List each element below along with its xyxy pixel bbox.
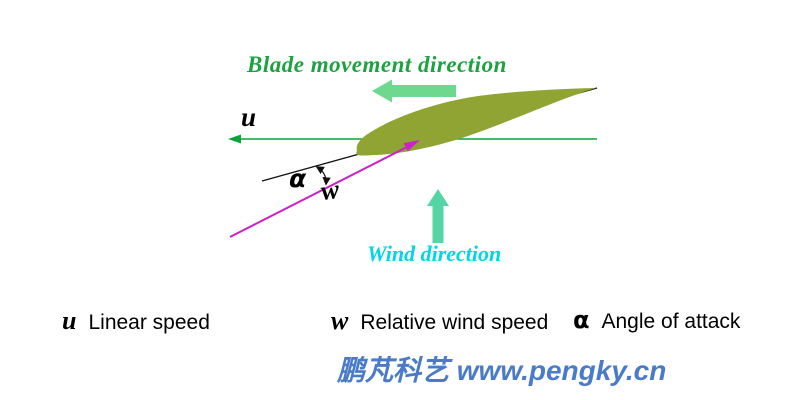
legend-alpha-label: Angle of attack [601, 310, 741, 333]
w-symbol-label: w [318, 173, 341, 207]
blade-movement-label: Blade movement direction [247, 52, 507, 77]
w-vector-arrowhead-icon [403, 140, 420, 152]
u-vector-arrowhead-icon [228, 134, 241, 144]
legend-w-symbol: w [331, 306, 349, 335]
wind-direction-arrow-icon [427, 189, 449, 243]
wind-direction-label: Wind direction [367, 241, 502, 266]
legend-u-label: Linear speed [88, 311, 210, 334]
legend: u Linear speed w Relative wind speed α A… [0, 306, 800, 336]
watermark: 鹏芃科艺 www.pengky.cn [337, 355, 667, 386]
legend-item-linear-speed: u Linear speed [62, 306, 210, 336]
alpha-symbol-label: α [289, 164, 307, 193]
legend-w-label: Relative wind speed [360, 311, 549, 334]
blade-movement-arrow-icon [372, 79, 456, 103]
legend-alpha-symbol: α [573, 306, 590, 334]
w-vector-line [229, 145, 410, 238]
legend-item-angle-of-attack: α Angle of attack [573, 306, 740, 334]
legend-item-relative-wind-speed: w Relative wind speed [331, 306, 548, 336]
angle-of-attack-arc [315, 166, 331, 186]
airfoil-shape [356, 88, 596, 156]
legend-u-symbol: u [62, 306, 77, 335]
u-symbol-label: u [241, 102, 257, 132]
